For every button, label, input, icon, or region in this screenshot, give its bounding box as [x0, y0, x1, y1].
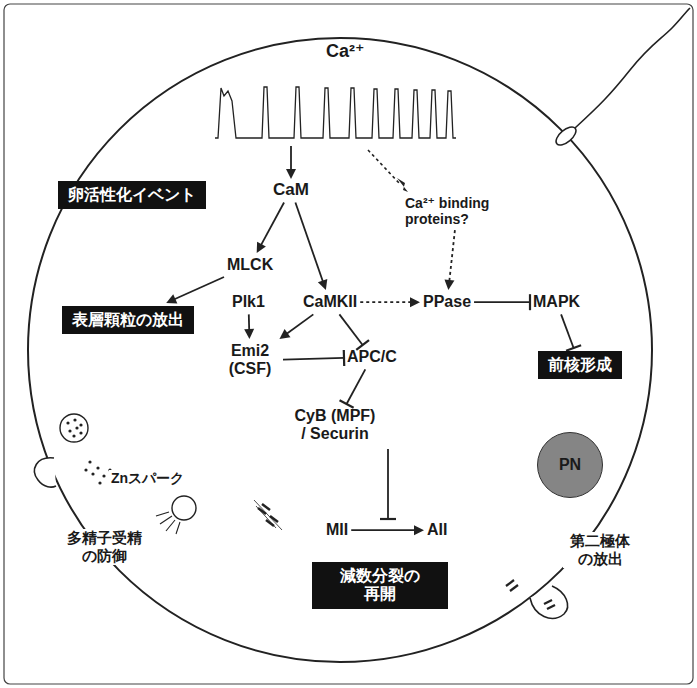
molecule-name: PPase	[423, 293, 471, 311]
spindle	[254, 500, 282, 530]
connector-line	[287, 314, 314, 333]
event-label: 第二極体 の放出	[563, 532, 637, 568]
node-text: CaM	[273, 180, 309, 200]
stage-name: MII	[326, 521, 348, 539]
event-banner: 表層顆粒の放出	[62, 306, 194, 334]
dotted-arrow	[368, 150, 400, 184]
connector-line	[449, 230, 455, 281]
activation-connector	[360, 297, 420, 307]
event-banner: 減数分裂の 再開	[312, 562, 448, 609]
node-text: 前核形成	[548, 356, 612, 374]
node-text: PN	[559, 456, 581, 474]
inhibition-connector	[474, 294, 530, 310]
granule-content	[66, 418, 82, 437]
cortical-granule	[60, 414, 88, 442]
node-text: Emi2 (CSF)	[220, 342, 280, 379]
node-text: MLCK	[227, 256, 273, 274]
node-text: 減数分裂の 再開	[332, 567, 428, 604]
activation-connector	[257, 203, 284, 253]
egg-outline	[28, 38, 652, 662]
molecule-name: Plk1	[232, 293, 265, 311]
ion-label: Ca²⁺	[324, 41, 367, 63]
molecule-name: Emi2 (CSF)	[220, 342, 280, 379]
connector-line	[360, 301, 411, 303]
molecule-name: CaM	[273, 180, 309, 200]
node-text: Plk1	[232, 293, 265, 311]
node-text: 卵活性化イベント	[68, 186, 196, 204]
event-label: 多精子受精 の防御	[60, 529, 148, 565]
polar-body	[530, 586, 568, 618]
molecule-name: MAPK	[533, 293, 580, 311]
arrow-head	[279, 329, 290, 339]
inhibition-line	[387, 449, 389, 519]
molecule-name: CyB (MPF) / Securin	[292, 407, 378, 444]
exocytosis-bulge	[35, 458, 56, 487]
activation-connector	[279, 314, 313, 339]
polar-body-chromosomes	[506, 580, 555, 609]
trace-arrow	[290, 146, 292, 170]
node-text: MII	[326, 521, 348, 539]
inhibition-connector	[561, 314, 581, 350]
arrow-head	[414, 525, 424, 535]
frame	[4, 4, 693, 684]
zinc-vesicle	[172, 496, 196, 520]
node-text: 表層顆粒の放出	[72, 311, 184, 329]
arrow-head	[444, 280, 454, 290]
activation-connector	[444, 230, 454, 290]
connector-line	[474, 301, 530, 303]
molecule-name: APC/C	[347, 348, 397, 366]
arrow-head	[397, 178, 408, 192]
arrow-head	[286, 169, 296, 179]
molecule-name: MLCK	[227, 256, 273, 274]
inhibition-connector	[339, 314, 369, 349]
connector-line	[295, 203, 323, 282]
molecule-name: CaMKII	[303, 293, 357, 311]
connector-line	[351, 529, 415, 531]
connector-line	[248, 314, 250, 330]
inhibition-connector	[283, 350, 344, 366]
activation-connector	[244, 314, 254, 339]
inhibition-bar	[380, 518, 396, 520]
node-text: CyB (MPF) / Securin	[292, 407, 378, 444]
activation-connector	[166, 277, 224, 303]
connector-line	[561, 314, 574, 348]
node-text: APC/C	[347, 348, 397, 366]
connector-line	[283, 358, 344, 360]
molecule-name: Ca²⁺ binding proteins?	[405, 195, 509, 227]
activation-connector	[295, 203, 327, 290]
arrow-head	[244, 329, 254, 339]
connector-line	[174, 277, 224, 299]
connector-line	[339, 314, 362, 345]
node-text: AII	[427, 521, 447, 539]
activation-connector	[351, 525, 424, 535]
node-text: PPase	[423, 293, 471, 311]
sperm-tail	[575, 8, 690, 128]
connector-line	[347, 369, 366, 404]
event-banner: 前核形成	[538, 351, 622, 379]
node-text: CaMKII	[303, 293, 357, 311]
connector-line	[261, 203, 284, 246]
stage-name: AII	[427, 521, 447, 539]
event-label: Znスパーク	[109, 470, 186, 487]
node-text: MAPK	[533, 293, 580, 311]
event-banner: 卵活性化イベント	[58, 181, 206, 209]
zinc-spark-rays	[156, 512, 180, 534]
inhibition-connector	[340, 369, 366, 407]
node-text: Ca²⁺ binding proteins?	[405, 195, 509, 227]
calcium-trace	[215, 87, 456, 138]
pronucleus-circle: PN	[537, 432, 603, 498]
arrow-head	[410, 297, 420, 307]
released-content	[84, 460, 111, 484]
